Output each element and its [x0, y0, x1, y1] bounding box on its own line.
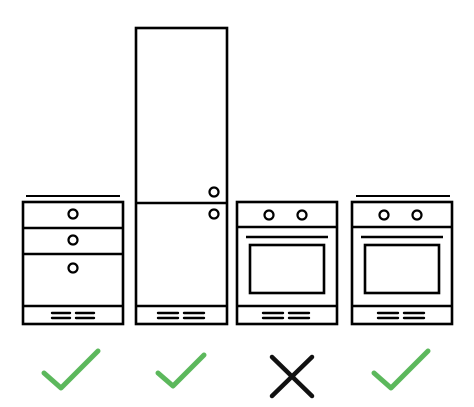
- oven-knob: [378, 209, 390, 221]
- fridge-body: [134, 26, 229, 326]
- fridge-freezer-icon: [134, 26, 229, 326]
- door-handle: [208, 208, 220, 220]
- door-handle: [208, 186, 220, 198]
- oven-knob: [296, 209, 308, 221]
- oven-icon: [350, 195, 454, 326]
- check-icon: [155, 352, 207, 389]
- oven-window: [248, 243, 326, 295]
- drawer-cabinet-icon: [21, 195, 125, 326]
- oven-icon: [235, 200, 339, 326]
- drawer-knob: [67, 234, 79, 246]
- oven-body: [350, 200, 454, 326]
- oven-body: [235, 200, 339, 326]
- cabinet-body: [21, 200, 125, 326]
- oven-window: [363, 243, 441, 295]
- drawer-knob: [67, 262, 79, 274]
- oven-knob: [411, 209, 423, 221]
- check-icon: [371, 348, 431, 391]
- oven-knob: [263, 209, 275, 221]
- check-icon: [41, 348, 101, 391]
- cross-stroke: [269, 354, 315, 399]
- cross-icon: [269, 354, 315, 399]
- drawer-knob: [67, 208, 79, 220]
